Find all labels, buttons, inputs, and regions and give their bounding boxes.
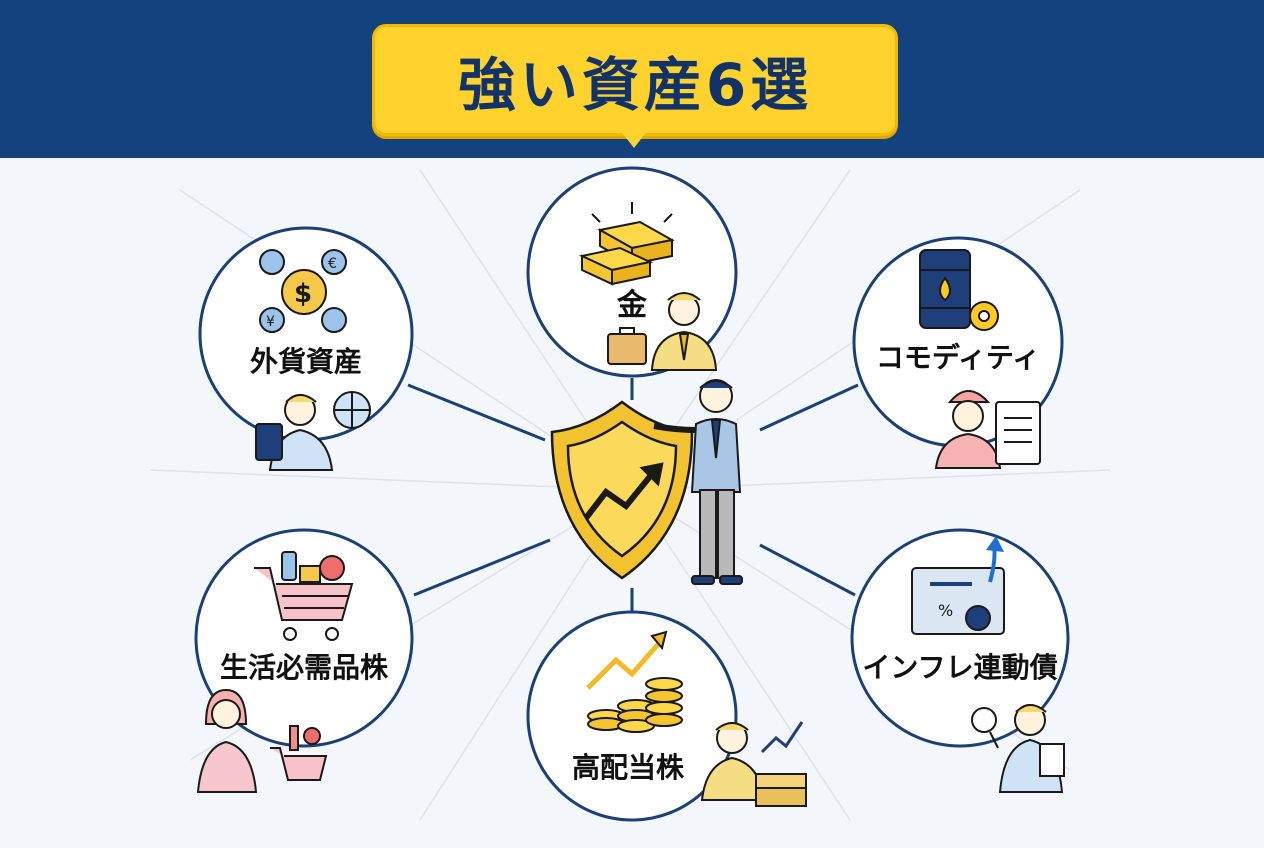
connector-lines	[407, 378, 859, 612]
page-title: 強い資産6選	[457, 51, 813, 119]
svg-text:%: %	[938, 601, 953, 620]
label-forex: 外貨資産	[249, 345, 363, 378]
shopping-cart-icon	[254, 551, 354, 641]
coins-growth-icon	[586, 630, 683, 733]
oil-barrel-icon	[919, 249, 999, 331]
analyst-magnifier-icon	[971, 704, 1065, 793]
svg-text:¥: ¥	[266, 314, 275, 330]
label-inflation-bond: インフレ連動債	[862, 651, 1058, 684]
label-high-dividend: 高配当株	[571, 751, 685, 784]
businessman-icon	[653, 379, 743, 585]
shopper-woman-icon	[196, 688, 328, 793]
traveler-businessman-icon	[255, 391, 371, 471]
businessman-gold-icon	[607, 292, 718, 371]
label-commodity: コモディティ	[875, 341, 1041, 374]
svg-text:€: €	[328, 256, 337, 272]
circle-inflation-bond	[850, 528, 1070, 748]
circle-staples	[194, 528, 414, 748]
title-badge-pointer	[620, 130, 648, 148]
gold-bars-icon	[578, 202, 675, 286]
bond-certificate-icon: %	[911, 536, 1005, 635]
title-badge: 強い資産6選	[372, 24, 898, 136]
worker-clipboard-icon	[934, 390, 1041, 469]
label-staples: 生活必需品株	[219, 651, 389, 684]
businessman-money-icon	[700, 721, 807, 807]
svg-text:$: $	[294, 279, 312, 309]
shield-with-rising-arrow-icon	[550, 400, 694, 580]
label-gold: 金	[617, 288, 647, 323]
currency-exchange-icon: € ¥ $	[259, 249, 347, 333]
